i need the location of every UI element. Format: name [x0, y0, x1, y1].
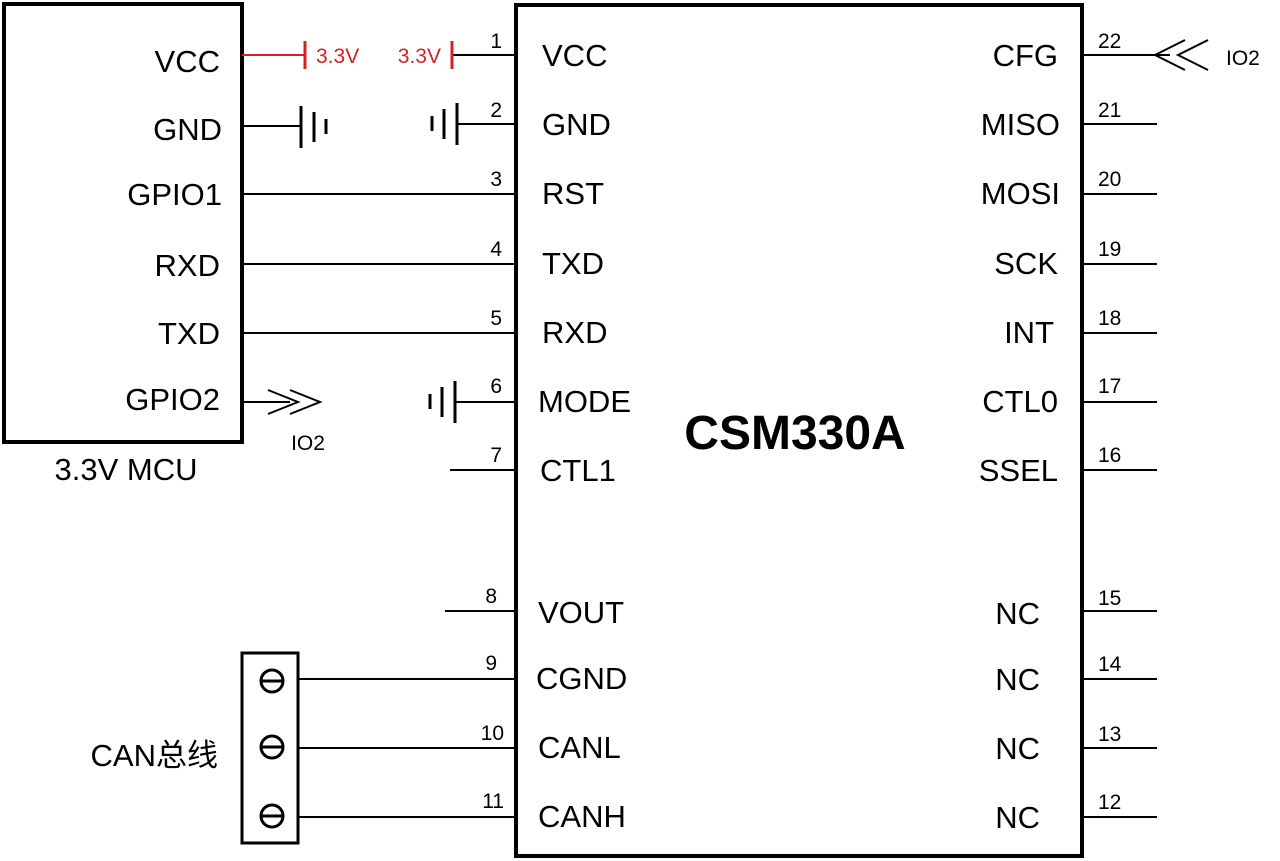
mcu-pin-rxd: RXD	[155, 248, 220, 283]
mcu-vcc-voltage-label: 3.3V	[316, 45, 359, 68]
pin-name-rxd: RXD	[542, 315, 607, 350]
chip-name: CSM330A	[684, 407, 905, 460]
terminal-screw	[259, 803, 285, 829]
chip-block: CSM330A	[514, 3, 1084, 858]
cfg-net-arrow	[1152, 39, 1209, 71]
pin-name-nc-12: NC	[995, 800, 1040, 835]
pin-name-cgnd: CGND	[536, 661, 627, 696]
pin-name-ctl0: CTL0	[982, 384, 1058, 419]
pin-name-nc-15: NC	[995, 596, 1040, 631]
cfg-net-label: IO2	[1226, 47, 1260, 70]
pin-number-19: 19	[1098, 238, 1121, 261]
mcu-block: VCC GND GPIO1 RXD TXD GPIO2 3.3V MCU	[2, 2, 244, 487]
pin-number-2: 2	[490, 99, 502, 122]
pin-name-canh: CANH	[538, 799, 626, 834]
pin-number-15: 15	[1098, 587, 1121, 610]
pin-name-sck: SCK	[994, 246, 1058, 281]
terminal-screw	[259, 734, 285, 760]
mcu-pin-gpio2: GPIO2	[125, 382, 220, 417]
pin-number-4: 4	[490, 238, 502, 261]
pin-number-6: 6	[490, 375, 502, 398]
mode-ground-symbol	[428, 381, 516, 423]
pin-number-7: 7	[490, 444, 502, 467]
pin-number-13: 13	[1098, 723, 1121, 746]
pin-name-vout: VOUT	[538, 595, 624, 630]
pin-name-mosi: MOSI	[981, 176, 1060, 211]
pin-number-11: 11	[482, 790, 504, 813]
mcu-pin-gnd: GND	[153, 112, 222, 147]
can-bus-label: CAN总线	[91, 738, 218, 773]
pin-name-gnd: GND	[542, 107, 611, 142]
pin-name-canl: CANL	[538, 730, 621, 765]
pin-name-nc-13: NC	[995, 731, 1040, 766]
pin-name-cfg: CFG	[993, 38, 1058, 73]
mcu-outline	[2, 2, 244, 444]
pin-name-mode: MODE	[538, 384, 631, 419]
mcu-pin-txd: TXD	[158, 316, 220, 351]
chip-vcc-voltage-label: 3.3V	[398, 45, 441, 68]
can-terminal-block	[240, 651, 300, 845]
pin-number-22: 22	[1098, 30, 1121, 53]
pin-name-miso: MISO	[981, 107, 1060, 142]
pin-name-int: INT	[1004, 315, 1054, 350]
chip-right-stubs	[1082, 54, 1170, 818]
pin-number-10: 10	[481, 722, 504, 745]
pin-number-9: 9	[485, 652, 497, 675]
pin-number-20: 20	[1098, 168, 1121, 191]
mcu-vcc-power-symbol: 3.3V	[242, 41, 359, 69]
pin-number-16: 16	[1098, 444, 1121, 467]
chip-right-pins: 22 CFG 21 MISO 20 MOSI 19 SCK 18 INT 17 …	[979, 30, 1122, 835]
pin-name-ctl1: CTL1	[540, 453, 616, 488]
pin-number-8: 8	[485, 585, 497, 608]
pin-number-21: 21	[1098, 99, 1121, 122]
mcu-label: 3.3V MCU	[55, 452, 198, 487]
pin-number-5: 5	[490, 307, 502, 330]
chip-outline	[514, 3, 1084, 858]
terminal-screw	[259, 668, 285, 694]
gpio2-net-label: IO2	[291, 432, 325, 455]
pin-number-1: 1	[490, 30, 502, 53]
pin-name-vcc: VCC	[542, 38, 607, 73]
chip-vcc-power-symbol: 3.3V	[398, 41, 516, 69]
pin-number-12: 12	[1098, 791, 1121, 814]
gpio2-net-arrow	[242, 389, 323, 415]
mcu-pin-vcc: VCC	[155, 44, 220, 79]
chip-left-pins: 1 VCC 2 GND 3 RST 4 TXD 5 RXD 6 MODE 7 C…	[481, 30, 631, 834]
chip-ground-symbol	[430, 103, 516, 145]
pin-number-14: 14	[1098, 653, 1122, 676]
pin-number-18: 18	[1098, 307, 1121, 330]
pin-name-nc-14: NC	[995, 662, 1040, 697]
pin-number-3: 3	[490, 168, 502, 191]
pin-number-17: 17	[1098, 375, 1121, 398]
mcu-ground-symbol	[242, 106, 328, 148]
mcu-pin-gpio1: GPIO1	[127, 177, 222, 212]
pin-name-txd: TXD	[542, 246, 604, 281]
pin-name-ssel: SSEL	[979, 453, 1058, 488]
pin-name-rst: RST	[542, 176, 604, 211]
